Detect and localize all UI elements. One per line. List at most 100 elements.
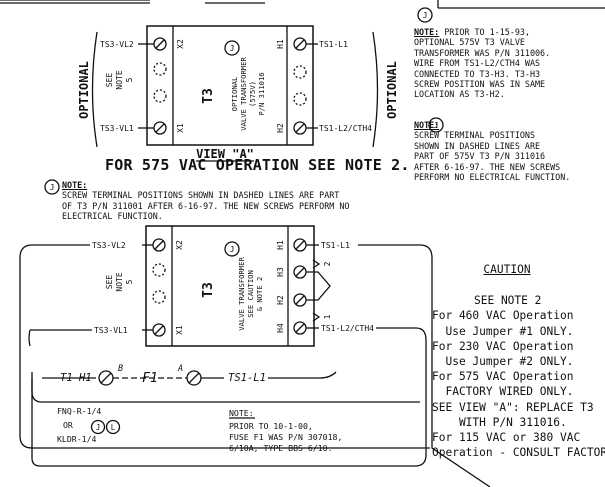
see-note-line-3: 5 xyxy=(125,279,134,284)
note-badge-letter: J xyxy=(96,423,101,432)
note-badge-letter: J xyxy=(50,183,55,192)
fuse-name: F1 xyxy=(142,371,158,386)
jumper-2-label: 2 xyxy=(323,261,332,266)
fuse-harness xyxy=(31,372,420,403)
note-line: OF T3 P/N 311001 AFTER 6-16-97. THE NEW … xyxy=(62,200,350,211)
right-wire-bottom-label: TS1-L2/CTH4 xyxy=(321,324,374,333)
see-note-line-2: NOTE xyxy=(115,70,124,89)
terminal-dashed-screw xyxy=(153,89,167,103)
note-line: CONNECTED TO T3-H3. T3-H3 xyxy=(414,68,541,79)
note-line: LOCATION AS T3-H2. xyxy=(414,89,505,100)
fuse-note-line: FUSE F1 WAS P/N 307018, xyxy=(229,432,342,442)
wire-ts1-l1-bottom xyxy=(358,244,491,487)
note-line: AFTER 6-16-97. THE NEW SCREWS xyxy=(414,161,561,172)
note-right-2: NOTE: SCREW TERMINAL POSITIONS SHOWN IN … xyxy=(414,120,570,182)
note-line: SCREW TERMINAL POSITIONS SHOWN IN DASHED… xyxy=(62,190,340,201)
optional-label-right: OPTIONAL xyxy=(385,61,399,119)
transformer-label-line-2: SEE CAUTION xyxy=(246,270,255,318)
note-line: PRIOR TO 1-15-93, xyxy=(444,27,530,37)
fuse-part-line-1: FNQ-R-1/4 xyxy=(57,406,101,416)
note-heading: NOTE: xyxy=(414,120,440,130)
note-badge-letter: L xyxy=(111,423,116,432)
left-wire-bottom-label: TS3-VL1 xyxy=(100,124,134,133)
note-badge-letter: J xyxy=(230,245,235,254)
see-note-line-2: NOTE xyxy=(115,272,124,291)
note-middle: NOTE: SCREW TERMINAL POSITIONS SHOWN IN … xyxy=(62,180,349,222)
caution-line: SEE VIEW "A": REPLACE T3 xyxy=(432,400,594,414)
title-block-edge-left xyxy=(0,0,150,4)
see-note-line-1: SEE xyxy=(105,275,114,290)
terminal-x2-label: X2 xyxy=(176,39,185,49)
optional-bracket-right xyxy=(372,31,379,148)
fuse-note-line: PRIOR TO 10-1-00, xyxy=(229,421,313,431)
right-wire-top-label: TS1-L1 xyxy=(321,241,350,250)
terminal-x2-label: X2 xyxy=(175,240,184,250)
caution-line: Use Jumper #2 ONLY. xyxy=(432,355,574,369)
terminal-dashed-screw xyxy=(152,263,166,277)
terminal-h4-label: H4 xyxy=(276,323,285,333)
caution-line: Operation - CONSULT FACTORY xyxy=(432,446,605,460)
note-badge-circle xyxy=(224,241,240,257)
optional-label-left: OPTIONAL xyxy=(77,61,91,119)
transformer-t3-bottom xyxy=(145,225,315,347)
note-badge-circle xyxy=(90,419,106,435)
fuse-left-wire-label: T1-H1 xyxy=(60,372,92,384)
terminal-dashed-screw xyxy=(153,62,167,76)
wire-ts3-vl2-bottom xyxy=(19,244,90,259)
note-line: TRANSFORMER WAS P/N 311006. xyxy=(414,47,551,58)
note-heading: NOTE: xyxy=(414,27,440,37)
caution-line: For 460 VAC Operation xyxy=(432,309,574,323)
note-badge-circle xyxy=(224,40,240,56)
note-badge-letter: J xyxy=(230,44,235,53)
caution-title: CAUTION xyxy=(483,263,531,276)
terminal-x1-label: X1 xyxy=(176,123,185,133)
fuse-right-wire-label: TS1-L1 xyxy=(228,372,266,384)
note-line: PERFORM NO ELECTRICAL FUNCTION. xyxy=(414,172,571,183)
caution-line: For 230 VAC Operation xyxy=(432,339,574,353)
see-note-line-1: SEE xyxy=(105,73,114,88)
caution-line: Use Jumper #1 ONLY. xyxy=(432,324,574,338)
note-top-right: NOTE: PRIOR TO 1-15-93, OPTIONAL 575V T3… xyxy=(414,27,550,100)
transformer-t3-top xyxy=(146,25,314,146)
fuse-part-line-2: OR xyxy=(63,420,73,430)
transformer-id-top: T3 xyxy=(201,88,216,104)
note-line: SHOWN IN DASHED LINES ARE xyxy=(414,140,541,151)
title-block-edge-right xyxy=(437,0,605,9)
fuse-terminal-b-label: B xyxy=(118,364,123,374)
terminal-dashed-screw xyxy=(152,290,166,304)
left-wire-top-label: TS3-VL2 xyxy=(100,40,134,49)
note-badge-circle xyxy=(417,7,433,23)
transformer-label-line-2: VALVE TRANSFORMER xyxy=(239,57,248,131)
see-note-line-3: 5 xyxy=(125,77,134,82)
note-line: WIRE FROM TS1-L2/CTH4 WAS xyxy=(414,58,541,69)
left-wire-top-label: TS3-VL2 xyxy=(92,241,126,250)
terminal-dashed-screw xyxy=(293,65,307,79)
left-wire-bottom-label: TS3-VL1 xyxy=(94,326,128,335)
note-badge-letter: J xyxy=(434,121,439,130)
terminal-h2-label: H2 xyxy=(276,295,285,305)
terminal-x1-label: X1 xyxy=(175,325,184,335)
transformer-label-line-1: OPTIONAL xyxy=(230,77,239,112)
jumper-1 xyxy=(306,271,331,301)
wire-ts1-l2-bottom xyxy=(31,327,427,467)
note-badge-letter: J xyxy=(423,11,428,20)
transformer-id-bottom: T3 xyxy=(201,282,216,298)
terminal-h1-label: H1 xyxy=(276,39,285,49)
caution-line: WITH P/N 311016. xyxy=(432,415,567,429)
caution-line: For 575 VAC Operation xyxy=(432,370,574,384)
fuse-part-line-3: KLDR-1/4 xyxy=(57,434,97,444)
right-wire-bottom-label: TS1-L2/CTH4 xyxy=(319,124,372,133)
jumper-1-label: 1 xyxy=(323,314,332,319)
fuse-note-line: 6/10A, TYPE BBS 6/10. xyxy=(229,443,333,453)
operation-note-575: FOR 575 VAC OPERATION SEE NOTE 2. xyxy=(105,156,410,174)
transformer-label-line-3: & NOTE 2 xyxy=(255,277,264,312)
fuse-terminal-a-label: A xyxy=(177,364,183,374)
jumper-1-arrow xyxy=(312,312,321,322)
caution-line: For 115 VAC or 380 VAC xyxy=(432,431,581,445)
transformer-label-line-1: VALVE TRANSFORMER xyxy=(237,257,246,331)
note-line: SCREW TERMINAL POSITIONS xyxy=(414,130,536,141)
caution-see-note: SEE NOTE 2 xyxy=(474,294,542,308)
note-line: OPTIONAL 575V T3 VALVE xyxy=(414,37,525,48)
fuse-note-heading: NOTE: xyxy=(229,408,254,418)
